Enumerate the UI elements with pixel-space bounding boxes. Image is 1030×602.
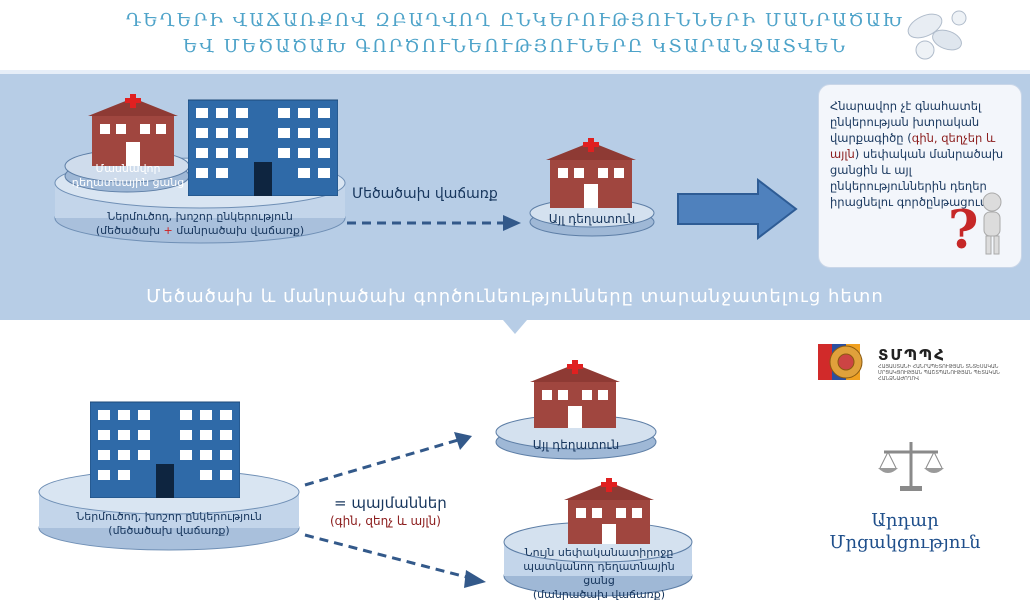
logo-subtitle: ՀԱՅԱՍՏԱՆԻ ՀԱՆՐԱՊԵՏՈՒԹՅԱՆ ՏՆՏԵՍԱԿԱՆ ՄՐՑԱԿ… xyxy=(878,364,1000,382)
office-building-icon xyxy=(188,99,338,196)
section-caption: Մեծածախ և մանրածախ գործունեությունները տ… xyxy=(146,286,884,307)
importer-label-bottom: Ներմուծող, խոշոր ընկերություն (մեծածախ վ… xyxy=(76,510,262,537)
same-owner-label: Նույն սեփականատիրոջը պատկանող դեղատնային… xyxy=(523,546,675,601)
importer-label-top: Ներմուծող, խոշոր ընկերություն (մեծածախ +… xyxy=(95,210,305,237)
title-line-1: ԴԵՂԵՐԻ ՎԱՃԱՌՔՈՎ ԶԲԱՂՎՈՂ ԸՆԿԵՐՈՒԹՅՈՒՆՆԵՐԻ… xyxy=(125,10,905,31)
conditions-label: (գին, զեղչ և այլն) xyxy=(330,514,441,528)
pharmacy-building-icon xyxy=(88,94,178,166)
wholesale-arrow xyxy=(347,215,521,231)
fair-competition-label: Արդար Մրցակցություն xyxy=(829,510,981,553)
wholesale-arrow-label: Մեծածախ վաճառք xyxy=(352,186,498,202)
scales-icon xyxy=(878,442,944,491)
page-title: ԴԵՂԵՐԻ ՎԱՃԱՌՔՈՎ ԶԲԱՂՎՈՂ ԸՆԿԵՐՈՒԹՅՈՒՆՆԵՐԻ… xyxy=(90,8,940,60)
svg-text:?: ? xyxy=(948,200,978,258)
logo-abbr: ՏՄՊՊՀ xyxy=(878,346,946,364)
callout-text: Հնարավոր չէ գնահատել ընկերության խտրական… xyxy=(830,99,1004,209)
coat-of-arms-icon xyxy=(818,344,863,380)
office-building-icon xyxy=(90,401,240,498)
title-line-2: ԵՎ ՄԵԾԱԾԱԽ ԳՈՐԾՈՒՆԵՈՒԹՅՈՒՆԵՐԸ ԿՏԱՐԱՆՋԱՏՎ… xyxy=(182,36,848,57)
block-arrow xyxy=(677,178,798,240)
question-figure-icon: ? xyxy=(948,192,1002,258)
down-arrow-icon xyxy=(503,320,527,334)
pharmacy-building-icon xyxy=(564,478,654,544)
other-pharmacy-label-top: Այլ դեղատուն xyxy=(548,212,636,226)
pharmacy-building-icon xyxy=(530,360,620,428)
distribution-arrows xyxy=(304,432,486,588)
pills-icon xyxy=(907,10,967,60)
equals-label: = պայմաններ xyxy=(334,494,447,512)
other-pharmacy-label-bottom: Այլ դեղատուն xyxy=(532,438,620,452)
pharmacy-building-icon xyxy=(546,138,636,208)
private-pharmacy-label: Մասնավոր դեղատնային ցանց xyxy=(71,162,185,189)
